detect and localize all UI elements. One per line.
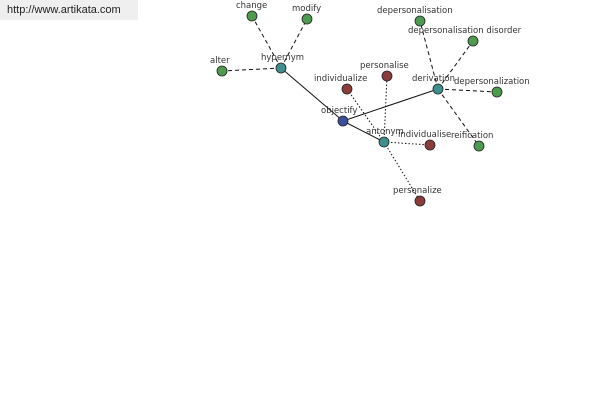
node-change[interactable]: change: [236, 1, 267, 22]
edge-antonym-individualize: [346, 88, 385, 143]
node-label-personalise: personalise: [360, 61, 409, 71]
node-label-reification: reification: [451, 131, 493, 141]
edge-derivation-depersonalisation-disorder: [437, 40, 474, 90]
edges-layer: [221, 15, 498, 202]
node-label-depersonalization: depersonalization: [454, 77, 530, 87]
node-dot-depersonalization[interactable]: [491, 86, 503, 98]
node-dot-change[interactable]: [246, 10, 258, 22]
node-dot-reification[interactable]: [473, 140, 485, 152]
edge-derivation-reification: [437, 88, 480, 147]
edge-antonym-personalize: [383, 141, 421, 202]
node-dot-individualize[interactable]: [341, 83, 353, 95]
node-label-hypernym: hypernym: [261, 53, 304, 63]
edge-objectify-antonym: [342, 120, 385, 143]
node-depersonalization[interactable]: depersonalization: [454, 77, 530, 98]
edge-derivation-depersonalisation: [419, 20, 439, 90]
edge-antonym-individualise: [383, 141, 431, 146]
node-personalise[interactable]: personalise: [360, 61, 409, 82]
node-personalize[interactable]: personalize: [393, 186, 442, 207]
node-individualize[interactable]: individualize: [314, 74, 367, 95]
node-dot-depersonalisation[interactable]: [414, 15, 426, 27]
nodes-layer: objectify hypernym derivation antonym change…: [210, 1, 530, 207]
node-alter[interactable]: alter: [210, 56, 230, 77]
node-reification[interactable]: reification: [451, 131, 493, 152]
node-derivation[interactable]: derivation: [412, 74, 455, 95]
node-modify[interactable]: modify: [292, 4, 321, 25]
node-dot-depersonalisation-disorder[interactable]: [467, 35, 479, 47]
node-dot-objectify[interactable]: [337, 115, 349, 127]
edge-hypernym-change: [251, 15, 282, 69]
node-dot-modify[interactable]: [301, 13, 313, 25]
edge-hypernym-modify: [280, 18, 308, 69]
node-label-change: change: [236, 1, 267, 11]
node-label-objectify: objectify: [321, 106, 357, 116]
edge-derivation-depersonalization: [437, 88, 498, 93]
node-dot-hypernym[interactable]: [275, 62, 287, 74]
node-label-individualise: individualise: [398, 130, 451, 140]
node-label-depersonalisation: depersonalisation: [377, 6, 453, 16]
node-objectify[interactable]: objectify: [321, 106, 357, 127]
edge-objectify-hypernym: [280, 67, 344, 122]
node-label-alter: alter: [210, 56, 230, 66]
node-label-depersonalisation-disorder: depersonalisation disorder: [408, 26, 522, 36]
node-label-antonym: antonym: [366, 127, 404, 137]
node-depersonalisation[interactable]: depersonalisation: [377, 6, 453, 27]
node-label-individualize: individualize: [314, 74, 367, 84]
node-dot-personalise[interactable]: [381, 70, 393, 82]
artikata-url-link[interactable]: http://www.artikata.com: [0, 0, 138, 20]
node-dot-individualise[interactable]: [424, 139, 436, 151]
node-label-personalize: personalize: [393, 186, 442, 196]
node-individualise[interactable]: individualise: [398, 130, 451, 151]
node-label-derivation: derivation: [412, 74, 455, 84]
node-antonym[interactable]: antonym: [366, 127, 404, 148]
node-dot-alter[interactable]: [216, 65, 228, 77]
edge-objectify-derivation: [342, 88, 439, 122]
node-dot-personalize[interactable]: [414, 195, 426, 207]
edge-hypernym-alter: [221, 67, 282, 72]
node-depersonalisation-disorder[interactable]: depersonalisation disorder: [408, 26, 522, 47]
node-label-modify: modify: [292, 4, 321, 14]
node-dot-antonym[interactable]: [378, 136, 390, 148]
node-dot-derivation[interactable]: [432, 83, 444, 95]
edge-antonym-personalise: [383, 75, 388, 143]
node-hypernym[interactable]: hypernym: [261, 53, 304, 74]
